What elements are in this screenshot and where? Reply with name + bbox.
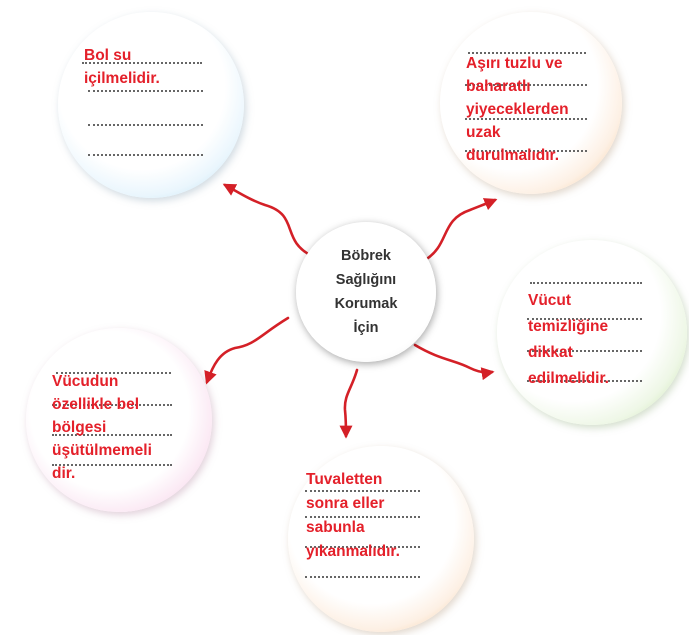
dotted-line bbox=[82, 62, 202, 64]
answer-line: edilmelidir. bbox=[528, 370, 609, 387]
bubble-bottom-left bbox=[26, 328, 212, 512]
bubble-right bbox=[497, 240, 687, 425]
answer-line: sabunla bbox=[306, 519, 365, 536]
bubble-top-left bbox=[58, 12, 244, 198]
dotted-line bbox=[465, 150, 587, 152]
answer-top-right: Aşırı tuzlu ve baharatlı yiyeceklerden u… bbox=[466, 52, 569, 167]
answer-line: uzak bbox=[466, 124, 501, 141]
dotted-line bbox=[88, 154, 203, 156]
answer-bottom: Tuvaletten sonra eller sabunla yıkanmalı… bbox=[306, 468, 400, 564]
dotted-line bbox=[305, 576, 420, 578]
dotted-line bbox=[468, 52, 586, 54]
dotted-line bbox=[465, 118, 587, 120]
answer-line: yiyeceklerden bbox=[466, 101, 569, 118]
answer-top-left: Bol su içilmelidir. bbox=[84, 44, 160, 90]
arrow-right bbox=[413, 343, 495, 381]
dotted-line bbox=[305, 516, 420, 518]
dotted-line bbox=[88, 90, 203, 92]
answer-line: temizliğine bbox=[528, 318, 609, 335]
answer-line: yıkanmalıdır. bbox=[306, 543, 400, 560]
dotted-line bbox=[305, 490, 420, 492]
answer-line: Vücut bbox=[528, 292, 572, 309]
answer-line: üşütülmemeli bbox=[52, 442, 152, 459]
answer-line: Tuvaletten bbox=[306, 471, 383, 488]
center-line: İçin bbox=[353, 320, 379, 336]
answer-bottom-left: Vücudun özellikle bel bölgesi üşütülmeme… bbox=[52, 370, 152, 485]
answer-right: Vücut temizliğine dikkat edilmelidir. bbox=[528, 288, 609, 392]
arrow-top-right bbox=[423, 198, 498, 262]
dotted-line bbox=[305, 546, 420, 548]
dotted-line bbox=[530, 282, 642, 284]
answer-line: dir. bbox=[52, 465, 76, 482]
answer-line: Bol su bbox=[84, 47, 132, 64]
answer-line: özellikle bel bbox=[52, 396, 140, 413]
dotted-line bbox=[52, 404, 172, 406]
answer-line: içilmelidir. bbox=[84, 70, 160, 87]
dotted-line bbox=[465, 84, 587, 86]
center-bubble: Böbrek Sağlığını Korumak İçin bbox=[296, 222, 436, 362]
arrow-bottom bbox=[339, 368, 359, 439]
bubble-top-right bbox=[440, 12, 622, 194]
answer-line: durulmalıdır. bbox=[466, 147, 560, 164]
center-line: Korumak bbox=[334, 296, 398, 312]
dotted-line bbox=[52, 434, 172, 436]
arrow-bottom-left bbox=[204, 316, 290, 385]
answer-line: Aşırı tuzlu ve bbox=[466, 55, 563, 72]
dotted-line bbox=[527, 350, 642, 352]
bubble-bottom bbox=[288, 446, 474, 632]
center-title: Böbrek Sağlığını Korumak İçin bbox=[296, 244, 436, 340]
arrow-top-left bbox=[222, 183, 314, 258]
answer-line: Vücudun bbox=[52, 373, 119, 390]
answer-line: sonra eller bbox=[306, 495, 385, 512]
dotted-line bbox=[52, 464, 172, 466]
answer-line: dikkat bbox=[528, 344, 573, 361]
dotted-line bbox=[527, 380, 642, 382]
center-line: Sağlığını bbox=[335, 272, 397, 288]
dotted-line bbox=[88, 124, 203, 126]
dotted-line bbox=[527, 318, 642, 320]
answer-line: bölgesi bbox=[52, 419, 107, 436]
center-line: Böbrek bbox=[341, 248, 391, 264]
dotted-line bbox=[56, 372, 171, 374]
answer-line: baharatlı bbox=[466, 78, 531, 95]
